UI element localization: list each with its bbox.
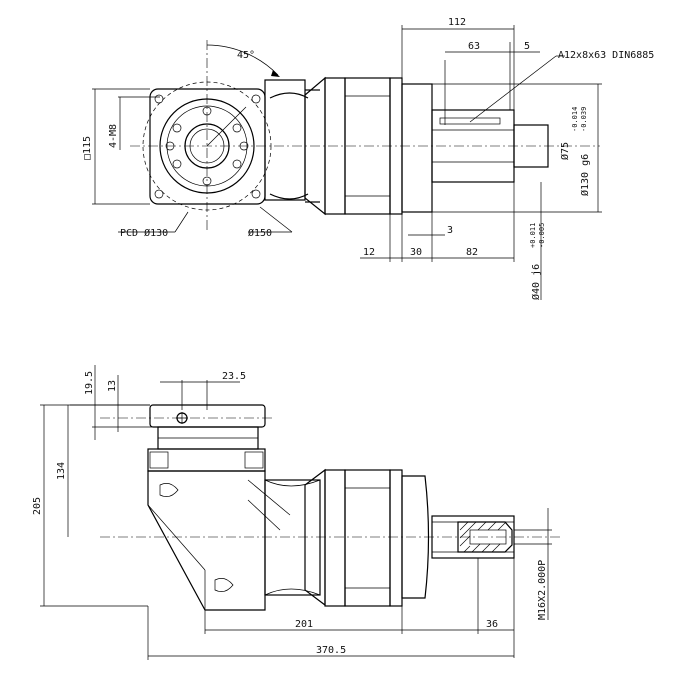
- front-view: 19.5 13 23.5 205 134 M16X2.000P 201 36 3…: [32, 365, 560, 660]
- top-view: 112 63 5 A12x8x63 DIN6885 □115 4-M8 PCD …: [82, 17, 654, 300]
- tol-130-upper: -0.014: [571, 107, 579, 132]
- tol-40-upper: +0.011: [529, 223, 537, 248]
- tol-40-lower: -0.005: [538, 223, 546, 248]
- dia-150: Ø150: [248, 227, 272, 239]
- dim-112: 112: [448, 17, 466, 28]
- thread-m16: M16X2.000P: [537, 560, 548, 620]
- dim-13: 13: [107, 380, 118, 392]
- pcd-130: PCD Ø130: [120, 227, 168, 239]
- square-115: □115: [82, 136, 93, 160]
- key-spec: A12x8x63 DIN6885: [558, 50, 654, 61]
- tol-130-lower: -0.039: [580, 107, 588, 132]
- dim-370-5: 370.5: [316, 645, 346, 656]
- bolts-4-m8: 4-M8: [108, 124, 119, 148]
- angle-45: 45°: [237, 50, 255, 61]
- dim-3: 3: [447, 225, 453, 236]
- dim-30: 30: [410, 247, 422, 258]
- dim-12: 12: [363, 247, 375, 258]
- dim-82: 82: [466, 247, 478, 258]
- dia-130-g6: Ø130 g6: [579, 154, 591, 196]
- dim-23-5: 23.5: [222, 371, 246, 382]
- dim-36: 36: [486, 619, 498, 630]
- dia-75: Ø75: [559, 142, 571, 160]
- dim-201: 201: [295, 619, 313, 630]
- dim-19-5: 19.5: [84, 371, 95, 395]
- dim-5: 5: [524, 41, 530, 52]
- dim-63: 63: [468, 41, 480, 52]
- dim-205: 205: [32, 497, 43, 515]
- dia-40-j6: Ø40 j6: [530, 264, 542, 300]
- dim-134: 134: [56, 462, 67, 480]
